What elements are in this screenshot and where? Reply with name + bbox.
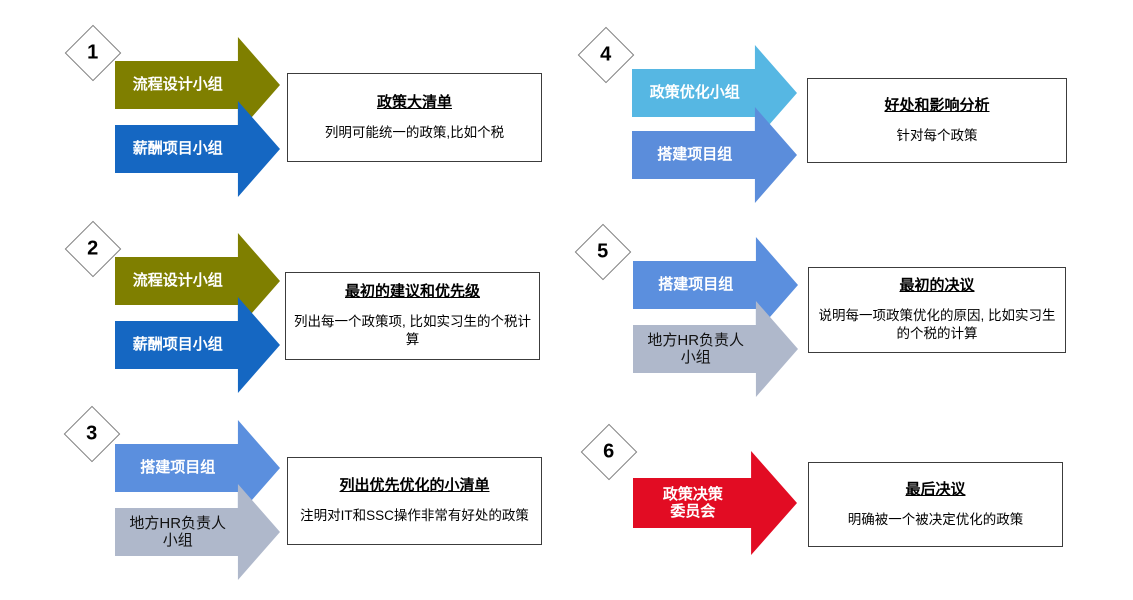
- team-arrow-label: 流程设计小组: [132, 272, 223, 290]
- team-arrow-label: 薪酬项目小组: [132, 336, 223, 354]
- team-arrow-label: 搭建项目组: [140, 459, 216, 477]
- team-arrow: 流程设计小组: [115, 233, 280, 329]
- step-number: 3: [86, 423, 98, 445]
- team-arrow: 搭建项目组: [633, 237, 798, 333]
- step-1-number-badge: 1: [64, 24, 122, 82]
- output-box: 政策大清单 列明可能统一的政策,比如个税: [287, 73, 542, 162]
- step-number: 6: [603, 441, 615, 463]
- output-box: 好处和影响分析 针对每个政策: [807, 78, 1067, 163]
- output-box-desc: 针对每个政策: [896, 127, 978, 143]
- team-arrow: 搭建项目组: [632, 107, 797, 203]
- step-4-number-badge: 4: [577, 26, 635, 84]
- output-box-desc: 列出每一个政策项, 比如实习生的个税计算: [294, 314, 532, 347]
- step-6-number-badge: 6: [580, 423, 638, 481]
- output-box: 最后决议 明确被一个被决定优化的政策: [808, 462, 1063, 547]
- team-arrow-label: 薪酬项目小组: [132, 140, 223, 158]
- team-arrow: 薪酬项目小组: [115, 297, 280, 393]
- team-arrow: 政策决策 委员会: [633, 451, 797, 555]
- step-3-number-badge: 3: [63, 405, 121, 463]
- team-arrow-label: 搭建项目组: [657, 146, 733, 164]
- output-box-desc: 注明对IT和SSC操作非常有好处的政策: [300, 508, 529, 524]
- step-number: 2: [87, 238, 99, 260]
- output-box-desc: 列明可能统一的政策,比如个税: [324, 124, 505, 140]
- output-box-title: 最初的建议和优先级: [344, 283, 480, 301]
- team-arrow-label: 地方HR负责人 小组: [129, 514, 227, 549]
- team-arrow: 地方HR负责人 小组: [633, 301, 798, 397]
- team-arrow: 流程设计小组: [115, 37, 280, 133]
- team-arrow: 政策优化小组: [632, 45, 797, 141]
- step-2-number-badge: 2: [64, 220, 122, 278]
- output-box-title: 最初的决议: [899, 277, 975, 295]
- team-arrow-label: 搭建项目组: [658, 276, 734, 294]
- output-box-title: 好处和影响分析: [884, 96, 990, 114]
- output-box-desc: 明确被一个被决定优化的政策: [847, 511, 1024, 527]
- step-number: 5: [597, 241, 609, 263]
- team-arrow: 搭建项目组: [115, 420, 280, 516]
- output-box-title: 列出优先优化的小清单: [339, 477, 490, 495]
- team-arrow: 地方HR负责人 小组: [115, 484, 280, 580]
- team-arrow: 薪酬项目小组: [115, 101, 280, 197]
- output-box: 列出优先优化的小清单 注明对IT和SSC操作非常有好处的政策: [287, 457, 542, 545]
- step-number: 1: [87, 42, 99, 64]
- output-box: 最初的建议和优先级 列出每一个政策项, 比如实习生的个税计算: [285, 272, 540, 360]
- step-number: 4: [600, 44, 612, 66]
- output-box: 最初的决议 说明每一项政策优化的原因, 比如实习生的个税的计算: [808, 267, 1066, 353]
- team-arrow-label: 政策决策 委员会: [662, 485, 723, 520]
- team-arrow-label: 政策优化小组: [649, 84, 740, 102]
- output-box-title: 政策大清单: [376, 93, 452, 111]
- step-5-number-badge: 5: [574, 223, 632, 281]
- team-arrow-label: 流程设计小组: [132, 76, 223, 94]
- team-arrow-label: 地方HR负责人 小组: [647, 331, 745, 366]
- output-box-title: 最后决议: [905, 480, 966, 498]
- output-box-desc: 说明每一项政策优化的原因, 比如实习生的个税的计算: [818, 308, 1056, 341]
